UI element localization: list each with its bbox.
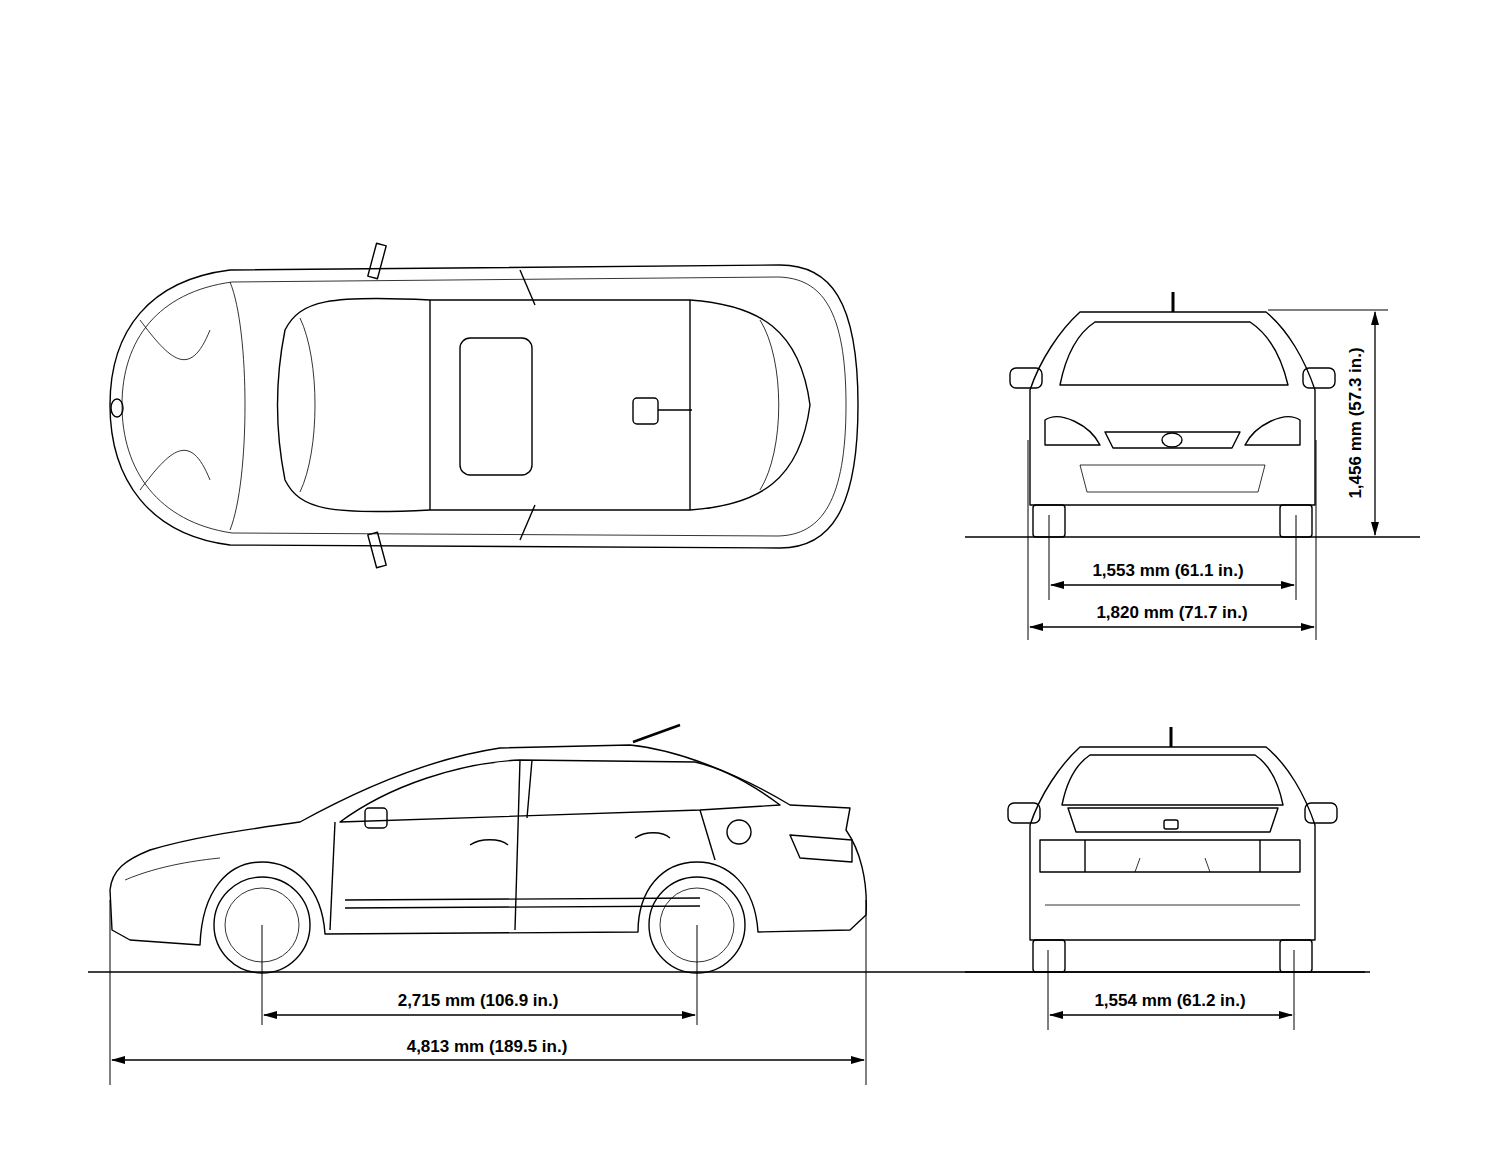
rear-view (965, 727, 1365, 1030)
top-view (110, 243, 858, 567)
side-view (88, 725, 1370, 1085)
dimension-label: 1,456 mm (57.3 in.) (1346, 344, 1366, 501)
dimension-label: 1,554 mm (61.2 in.) (1091, 991, 1248, 1011)
dimension-label: 4,813 mm (189.5 in.) (404, 1037, 571, 1057)
dimension-label: 1,553 mm (61.1 in.) (1089, 561, 1246, 581)
front-view (965, 292, 1420, 640)
dimension-label: 1,820 mm (71.7 in.) (1093, 603, 1250, 623)
dimension-label: 2,715 mm (106.9 in.) (395, 991, 562, 1011)
